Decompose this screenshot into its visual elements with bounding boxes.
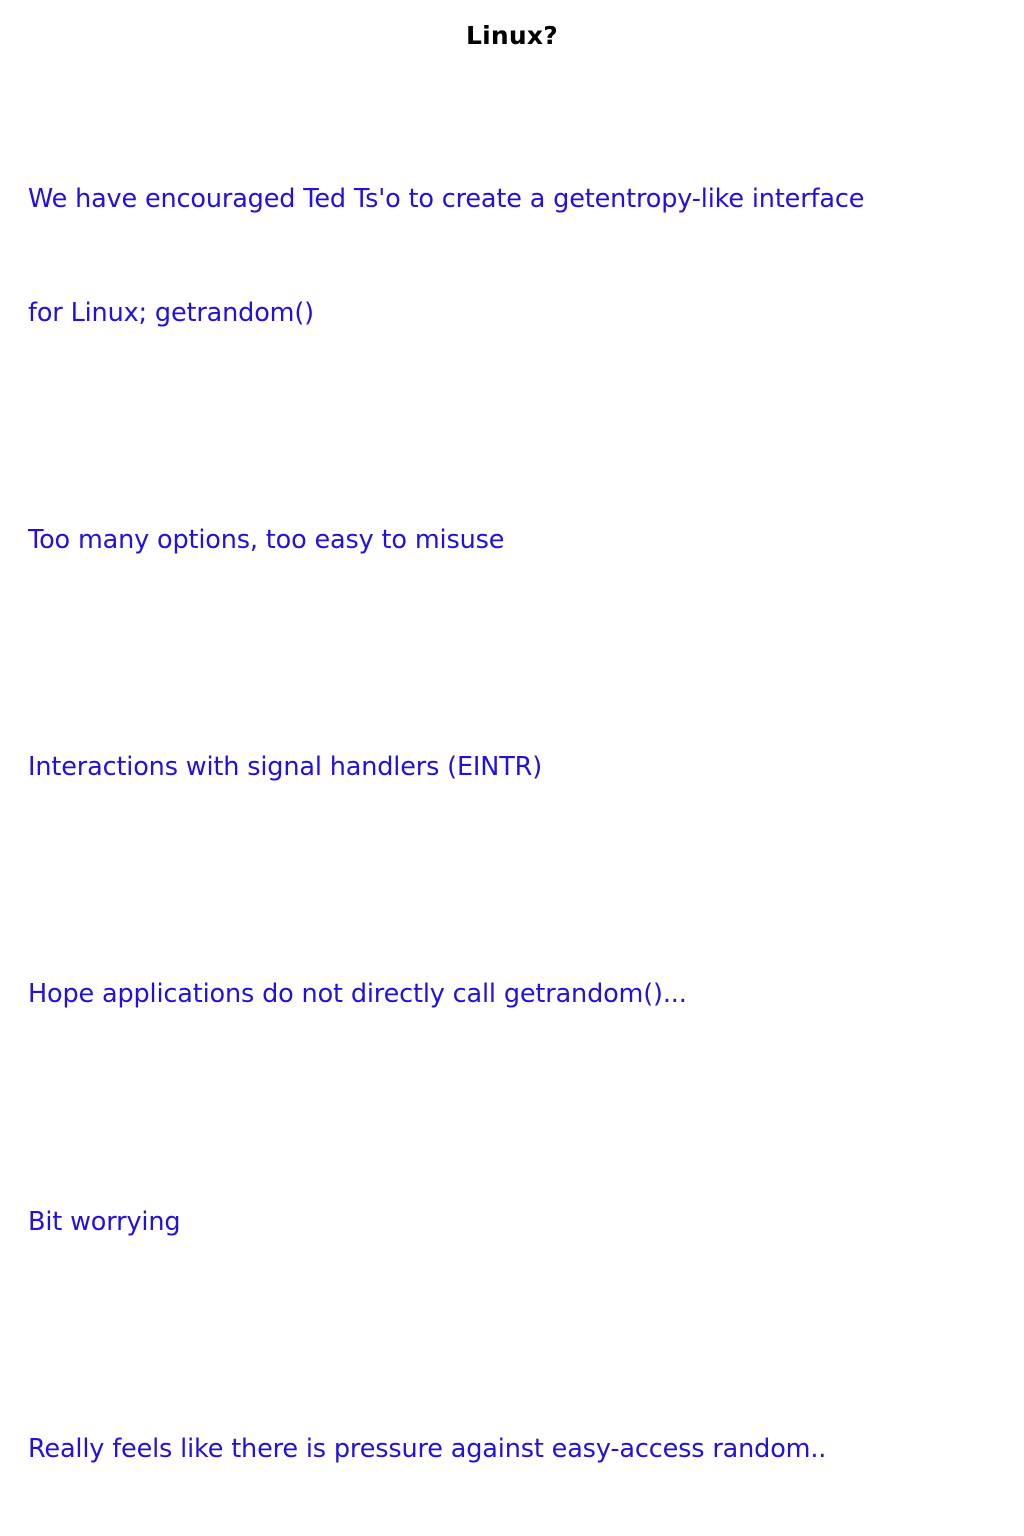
body-line: Really feels like there is pressure agai…	[28, 1434, 827, 1464]
body-paragraph-4: Hope applications do not directly call g…	[28, 899, 988, 1089]
body-paragraph-2: Too many options, too easy to misuse	[28, 445, 988, 635]
body-paragraph-5: Bit worrying	[28, 1127, 988, 1317]
body-line: for Linux; getrandom()	[28, 298, 314, 328]
body-paragraph-1: We have encouraged Ted Ts'o to create a …	[28, 104, 988, 408]
slide-title: Linux?	[466, 21, 558, 50]
body-paragraph-6: Really feels like there is pressure agai…	[28, 1354, 988, 1536]
presentation-slide: Linux? We have encouraged Ted Ts'o to cr…	[28, 21, 865, 1464]
body-line: Bit worrying	[28, 1207, 181, 1237]
body-line: We have encouraged Ted Ts'o to create a …	[28, 184, 865, 214]
body-paragraph-3: Interactions with signal handlers (EINTR…	[28, 672, 988, 862]
body-line: Too many options, too easy to misuse	[28, 525, 505, 555]
slide-body: We have encouraged Ted Ts'o to create a …	[28, 104, 988, 1536]
body-line: Hope applications do not directly call g…	[28, 979, 687, 1009]
body-line: Interactions with signal handlers (EINTR…	[28, 752, 543, 782]
